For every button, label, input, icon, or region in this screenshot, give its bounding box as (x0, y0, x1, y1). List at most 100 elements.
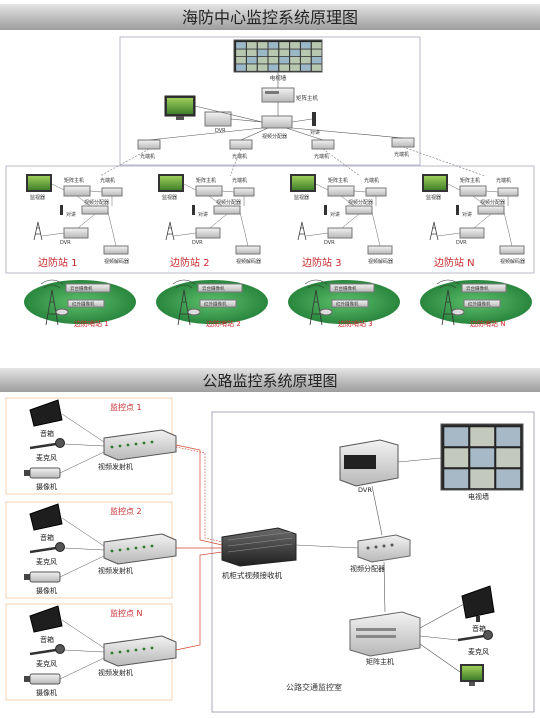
station-monitor-screen (160, 176, 182, 190)
station-optical (365, 187, 387, 197)
station-matrix (459, 185, 487, 197)
point-mic-head-icon (55, 438, 65, 448)
point-transmitter-port (134, 648, 138, 652)
sea-tv-cell (289, 56, 301, 64)
sea-tv-cell (279, 41, 290, 49)
post-camera-device (67, 299, 105, 308)
sea-tv-cell (235, 64, 247, 72)
station-optical (233, 187, 255, 197)
road-matrix-label: 矩阵主机 (366, 657, 394, 666)
point-transmitter-port (142, 441, 146, 445)
sea-tv-cell (300, 56, 311, 64)
station-dvr-label: DVR (192, 240, 203, 246)
point-transmitter-port (134, 546, 138, 550)
sea-center-opticals: 光端机 光端机 光端机 光端机 (137, 137, 415, 160)
sea-center-dvr: DVR (204, 111, 232, 134)
station-splitter-label: 视频分配器 (216, 199, 241, 206)
post-camera-device (331, 299, 369, 308)
road-tv-cell (495, 468, 521, 489)
point-camera-label: 摄像机 (36, 586, 57, 595)
post-dome-device (329, 283, 375, 293)
station-monitor-screen (292, 176, 314, 190)
sea-center-monitor (164, 95, 196, 120)
point-transmitter-port (126, 649, 130, 653)
point-speaker-icon (29, 399, 63, 427)
station-dvr (195, 227, 221, 239)
post-ir-camera-icon (451, 308, 465, 316)
post-name: 边防哨站 1 (74, 319, 109, 328)
sea-station-2: 监视器矩阵主机光端机对讲视频分配器DVR视频解码器边防站 2 (158, 174, 261, 269)
point-mic-icon (29, 442, 57, 450)
post-dome-label: 云台摄像机 (202, 285, 225, 292)
sea-station-1: 监视器矩阵主机光端机对讲视频分配器DVR视频解码器边防站 1 (26, 174, 129, 269)
sea-tv-cell (311, 49, 322, 57)
optical-right-label: 光端机 (394, 151, 409, 158)
road-matrix: 矩阵主机 (349, 611, 421, 666)
optical-mid2-label: 光端机 (314, 153, 329, 160)
station-links (173, 183, 249, 247)
point-speaker-icon (29, 503, 63, 531)
station-intercom-label: 对讲 (66, 211, 76, 218)
station-splitter-label: 视频分配器 (84, 199, 109, 206)
sea-tv-cell (289, 64, 301, 72)
center-frame (119, 36, 421, 166)
sea-tv-cell (279, 64, 290, 72)
post-camera-label: 红外摄像机 (336, 301, 359, 308)
road-room-monitor (460, 664, 484, 686)
station-monitor-screen (424, 176, 446, 190)
station-matrix-label: 矩阵主机 (328, 177, 348, 184)
point-mic-label: 麦克风 (36, 659, 57, 668)
post-dome-device (461, 283, 507, 293)
point-name: 监控点 2 (110, 506, 142, 516)
road-tv-cell (469, 468, 495, 489)
post-signal-icon (172, 279, 196, 289)
point-links (59, 413, 105, 474)
station-decoder-label: 视频解码器 (236, 258, 261, 265)
road-tv-wall: 电视墙 (440, 423, 524, 501)
road-tv-cell (443, 426, 469, 447)
station-intercom (192, 205, 195, 215)
station-optical-label: 光端机 (100, 177, 115, 184)
point-speaker-label: 音箱 (40, 533, 54, 542)
sea-station-3: 监视器矩阵主机光端机对讲视频分配器DVR视频解码器边防站 3 (290, 174, 393, 269)
post-dome-label: 云台摄像机 (70, 285, 93, 292)
point-camera-lens-icon (24, 574, 30, 580)
station-decoder-label: 视频解码器 (500, 258, 525, 265)
point-speaker-label: 音箱 (40, 635, 54, 644)
point-transmitter-port (118, 548, 122, 552)
point-transmitter-port (126, 443, 130, 447)
station-intercom-label: 对讲 (330, 211, 340, 218)
sea-tv-cell (268, 49, 279, 57)
sea-section: 海防中心监控系统原理图 电视墙 矩阵主机 DVR (0, 4, 540, 328)
point-transmitter-port (150, 646, 154, 650)
station-intercom-label: 对讲 (462, 211, 472, 218)
station-monitor-screen (28, 176, 50, 190)
station-monitor-label: 监视器 (30, 194, 45, 201)
point-transmitter-port (110, 651, 114, 655)
sea-center-splitter: 视频分配器 (261, 115, 293, 140)
point-links (59, 517, 105, 578)
point-camera-icon (29, 467, 61, 479)
rack-receiver: 机柜式视频接收机 (221, 527, 297, 580)
station-splitter-label: 视频分配器 (348, 199, 373, 206)
sea-center-intercom-label: 对讲 (310, 129, 320, 136)
post-camera-label: 红外摄像机 (204, 301, 227, 308)
point-speaker-icon (29, 605, 63, 633)
road-room-links (295, 457, 465, 673)
station-optical-label: 光端机 (232, 177, 247, 184)
station-matrix (195, 185, 223, 197)
sea-matrix-label: 矩阵主机 (296, 94, 319, 102)
station-dvr-label: DVR (324, 240, 335, 246)
point-transmitter-port (142, 647, 146, 651)
post-dome-device (197, 283, 243, 293)
sea-tv-cell (279, 56, 290, 64)
point-mic-label: 麦克风 (36, 453, 57, 462)
station-intercom-label: 对讲 (198, 211, 208, 218)
station-matrix (63, 185, 91, 197)
sea-tv-wall: 电视墙 (233, 39, 323, 82)
point-speaker-label: 音箱 (40, 429, 54, 438)
point-camera-icon (29, 571, 61, 583)
post-signal-icon (40, 279, 64, 289)
sea-station-4: 监视器矩阵主机光端机对讲视频分配器DVR视频解码器边防站 N (422, 174, 525, 269)
